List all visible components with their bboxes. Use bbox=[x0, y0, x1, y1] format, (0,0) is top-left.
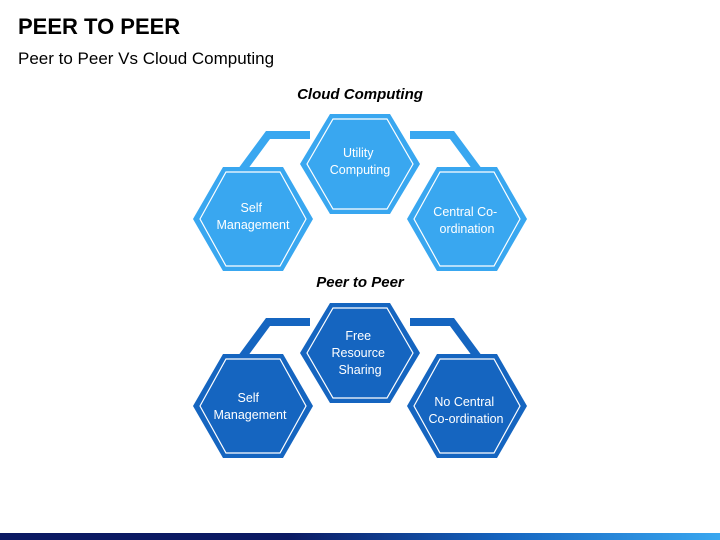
svg-text:Self Management: Self Management bbox=[217, 201, 290, 232]
hex-text-line: Management bbox=[217, 218, 290, 232]
peer-to-peer-label: Peer to Peer bbox=[316, 274, 404, 291]
hex-text-line: Computing bbox=[330, 163, 390, 177]
hex-text-line: Resource bbox=[332, 346, 386, 360]
cloud-computing-group: Utility Computing Self Management Centra… bbox=[193, 114, 527, 271]
page-title: PEER TO PEER bbox=[18, 14, 181, 39]
svg-text:Central Co- ordination: Central Co- ordination bbox=[433, 205, 500, 236]
connector-right bbox=[410, 318, 484, 363]
hex-text-line: Central Co- bbox=[433, 205, 497, 219]
hex-text-line: Free bbox=[345, 329, 371, 343]
svg-text:Free Resource: Free Resource Sharing bbox=[332, 329, 389, 377]
hex-text-line: Sharing bbox=[338, 363, 381, 377]
hexagon-self-management: Self Management bbox=[193, 354, 313, 458]
hex-text-line: Utility bbox=[343, 146, 374, 160]
hex-text-line: Self bbox=[240, 201, 262, 215]
hexagon-central-coordination: Central Co- ordination bbox=[407, 167, 527, 271]
hexagon-no-central-coordination: No Central Co-ordination bbox=[407, 354, 527, 458]
connector-right bbox=[410, 131, 484, 176]
cloud-computing-label: Cloud Computing bbox=[297, 86, 423, 103]
hexagon-free-resource-sharing: Free Resource Sharing bbox=[300, 303, 420, 403]
footer-accent-bar bbox=[0, 533, 720, 540]
connector-left bbox=[236, 318, 310, 363]
svg-text:Utility Computing: Utility Computing bbox=[330, 146, 390, 177]
hexagon-self-management: Self Management bbox=[193, 167, 313, 271]
peer-to-peer-group: Free Resource Sharing Self Management No… bbox=[193, 303, 527, 458]
hex-text-line: Co-ordination bbox=[428, 412, 503, 426]
svg-text:Self Management: Self Management bbox=[214, 391, 287, 422]
hex-text-line: Self bbox=[237, 391, 259, 405]
hex-text-line: Management bbox=[214, 408, 287, 422]
hex-text-line: ordination bbox=[440, 222, 495, 236]
hexagon-utility-computing: Utility Computing bbox=[300, 114, 420, 214]
svg-text:No Central Co-ordinati: No Central Co-ordination bbox=[428, 395, 503, 426]
page-subtitle: Peer to Peer Vs Cloud Computing bbox=[18, 49, 275, 68]
hex-text-line: No Central bbox=[434, 395, 494, 409]
connector-left bbox=[236, 131, 310, 176]
